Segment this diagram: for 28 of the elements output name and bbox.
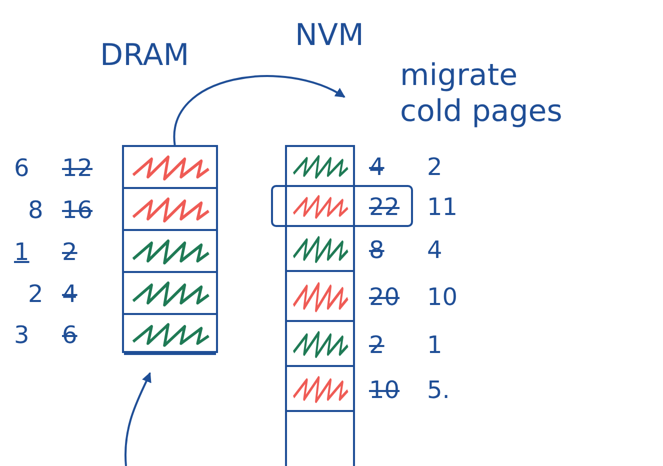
page-count: 11 — [427, 195, 458, 219]
page-count: 5. — [427, 378, 450, 402]
page-count: 6 — [14, 156, 30, 180]
arrow — [174, 75, 346, 145]
page-count: 2 — [28, 282, 44, 306]
crossed-out-number: 16 — [62, 198, 93, 222]
crossed-out-number: 6 — [62, 323, 78, 347]
page-count: 3 — [14, 323, 30, 347]
page-count: 8 — [28, 198, 44, 222]
page-count: 1 — [427, 332, 442, 356]
column-title: NVM — [295, 18, 364, 53]
crossed-out-number: 22 — [369, 195, 400, 219]
column-title: DRAM — [100, 38, 190, 73]
page-count: 2 — [427, 155, 442, 179]
crossed-out-number: 2 — [369, 332, 384, 356]
crossed-out-number: 12 — [62, 156, 93, 180]
page-count: 4 — [427, 238, 442, 262]
crossed-out-number: 20 — [369, 285, 400, 309]
memory-column — [285, 145, 355, 466]
crossed-out-number: 4 — [369, 155, 384, 179]
arrow — [124, 372, 152, 466]
crossed-out-number: 10 — [369, 378, 400, 402]
crossed-out-number: 4 — [62, 282, 78, 306]
page-count: 10 — [427, 285, 458, 309]
page-count: 1 — [14, 240, 30, 264]
crossed-out-number: 2 — [62, 240, 78, 264]
crossed-out-number: 8 — [369, 238, 384, 262]
memory-column — [122, 145, 218, 353]
